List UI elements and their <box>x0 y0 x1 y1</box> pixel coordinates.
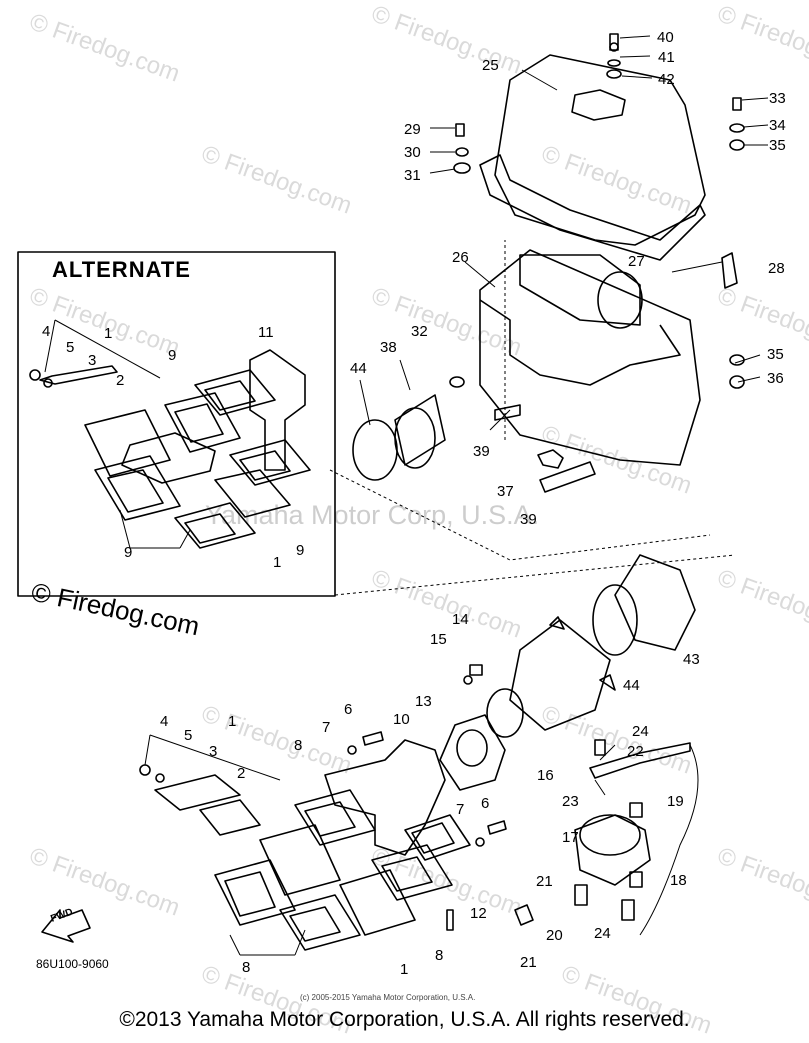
watermark: © Firedog.com <box>714 0 809 79</box>
watermark: © Firedog.com <box>714 282 809 361</box>
manifold-assembly <box>139 714 507 956</box>
part-label: 1 <box>228 713 236 730</box>
part-label: 9 <box>124 544 132 561</box>
part-label: 41 <box>658 49 675 66</box>
fwd-arrow-icon: FWD <box>41 907 91 943</box>
part-label: 35 <box>769 137 786 154</box>
watermark: © Firedog.com <box>198 140 355 219</box>
part-label: 21 <box>520 954 537 971</box>
part-label: 38 <box>380 339 397 356</box>
watermark: © Firedog.com <box>198 700 355 779</box>
part-label: 6 <box>344 701 352 718</box>
part-label: 12 <box>470 905 487 922</box>
part-label: 39 <box>473 443 490 460</box>
part-label: 28 <box>768 260 785 277</box>
part-label: 2 <box>116 372 124 389</box>
watermark: © Firedog.com <box>714 564 809 643</box>
part-label: 29 <box>404 121 421 138</box>
copyright-footer: ©2013 Yamaha Motor Corporation, U.S.A. A… <box>119 1008 690 1031</box>
airbox-cover <box>429 33 769 261</box>
part-label: 30 <box>404 144 421 161</box>
part-label: 44 <box>350 360 367 377</box>
watermark: © Firedog.com <box>538 140 695 219</box>
part-label: 1 <box>104 325 112 342</box>
fuel-pump-assembly <box>514 739 699 936</box>
part-label: 16 <box>537 767 554 784</box>
part-label: 4 <box>160 713 168 730</box>
part-label: 8 <box>294 737 302 754</box>
part-label: 6 <box>481 795 489 812</box>
part-label: 1 <box>400 961 408 978</box>
carburetor-assembly <box>463 554 696 738</box>
part-label: 27 <box>628 253 645 270</box>
part-label: 32 <box>411 323 428 340</box>
part-number-labels: 40 41 42 25 29 30 31 33 34 35 26 27 28 3… <box>160 29 786 978</box>
part-label: 26 <box>452 249 469 266</box>
part-label: 2 <box>237 765 245 782</box>
part-label: 18 <box>670 872 687 889</box>
part-label: 15 <box>430 631 447 648</box>
watermark: © Firedog.com <box>714 842 809 921</box>
part-label: 14 <box>452 611 469 628</box>
part-label: 10 <box>393 711 410 728</box>
watermark: © Firedog.com <box>26 8 183 87</box>
part-label: 33 <box>769 90 786 107</box>
part-label: 9 <box>296 542 304 559</box>
part-label: 21 <box>536 873 553 890</box>
small-copyright: (c) 2005-2015 Yamaha Motor Corporation, … <box>300 993 475 1002</box>
part-label: 40 <box>657 29 674 46</box>
part-label: 35 <box>767 346 784 363</box>
fwd-label: FWD <box>49 907 74 925</box>
part-label: 1 <box>273 554 281 571</box>
part-label: 7 <box>322 719 330 736</box>
part-label: 8 <box>435 947 443 964</box>
part-label: 5 <box>184 727 192 744</box>
watermark: © Firedog.com <box>26 842 183 921</box>
part-label: 36 <box>767 370 784 387</box>
watermark-center: Yamaha Motor Corp, U.S.A. <box>205 500 539 530</box>
part-label: 24 <box>594 925 611 942</box>
airbox-case <box>329 240 761 596</box>
part-label: 11 <box>258 324 274 341</box>
part-label: 39 <box>520 511 537 528</box>
part-label: 43 <box>683 651 700 668</box>
part-label: 44 <box>623 677 640 694</box>
watermark-large: © Firedog.com <box>29 577 202 642</box>
part-label: 24 <box>632 723 649 740</box>
watermark: © Firedog.com <box>538 700 695 779</box>
part-label: 4 <box>42 323 50 340</box>
part-label: 25 <box>482 57 499 74</box>
part-label: 23 <box>562 793 579 810</box>
part-label: 17 <box>562 829 579 846</box>
part-label: 20 <box>546 927 563 944</box>
alternate-inset: ALTERNATE 4 5 3 1 2 9 11 9 9 1 <box>17 251 336 597</box>
part-label: 13 <box>415 693 432 710</box>
part-label: 5 <box>66 339 74 356</box>
inset-title: ALTERNATE <box>52 257 191 282</box>
part-label: 3 <box>209 743 217 760</box>
part-label: 8 <box>242 959 250 976</box>
watermark: © Firedog.com <box>368 0 525 79</box>
part-label: 34 <box>769 117 786 134</box>
part-label: 9 <box>168 347 176 364</box>
diagram-code: 86U100-9060 <box>36 957 109 971</box>
part-label: 22 <box>627 743 644 760</box>
part-label: 42 <box>658 71 675 88</box>
part-label: 37 <box>497 483 514 500</box>
part-label: 3 <box>88 352 96 369</box>
part-label: 31 <box>404 167 421 184</box>
intake-boots-upper <box>352 359 446 481</box>
part-label: 7 <box>456 801 464 818</box>
part-label: 19 <box>667 793 684 810</box>
